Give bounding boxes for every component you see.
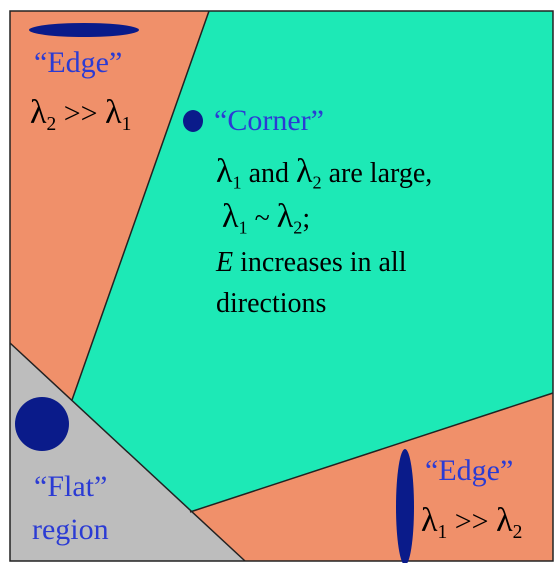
corner-line-1-rest: are large, [321,158,433,189]
subscript: 2 [312,172,322,193]
lambda-symbol: λ [222,198,239,235]
corner-region [72,11,553,512]
lambda-symbol: λ [276,198,294,235]
edge-top-title: “Edge” [34,46,123,79]
corner-dot [183,110,203,132]
lambda-symbol: λ [296,153,313,190]
lambda-symbol: λ [30,94,47,131]
lambda-symbol: λ [216,153,233,190]
flat-title-line-2: region [32,513,109,546]
relation-operator: ~ [247,203,277,234]
conjunction-text: and [241,158,297,189]
subscript: 1 [238,217,248,238]
edge-bottom-title: “Edge” [425,454,514,487]
lambda-symbol: λ [496,502,513,539]
corner-line-2: λ1 ~ λ2; [222,198,311,238]
subscript: 1 [437,521,448,543]
flat-title-line-1: “Flat” [34,470,108,503]
energy-variable: E [216,247,234,278]
divider-line-flat [9,342,246,562]
relation-operator: >> [447,505,497,538]
edge-top-relation: λ2 >> λ1 [30,94,131,135]
corner-line-4: directions [216,288,327,319]
subscript: 2 [512,521,523,543]
corner-title: “Corner” [214,104,324,137]
corner-line-2-rest: ; [302,203,311,234]
corner-line-3: E increases in all [216,249,406,277]
relation-operator: >> [56,97,106,130]
subscript: 1 [121,113,132,135]
subscript: 2 [293,217,303,238]
subscript: 1 [232,172,242,193]
edge-bottom-ellipse [396,449,414,563]
corner-line-1: λ1 and λ2 are large, [216,153,433,193]
lambda-symbol: λ [421,502,438,539]
divider-line-upper-left [71,10,210,401]
flat-circle [15,397,69,451]
edge-top-ellipse [29,23,139,37]
divider-line-bottom-right [189,392,554,513]
frame-border [9,10,554,562]
corner-line-3-rest: increases in all [233,247,407,278]
subscript: 2 [46,113,57,135]
edge-bottom-relation: λ1 >> λ2 [421,502,522,543]
lambda-symbol: λ [105,94,122,131]
